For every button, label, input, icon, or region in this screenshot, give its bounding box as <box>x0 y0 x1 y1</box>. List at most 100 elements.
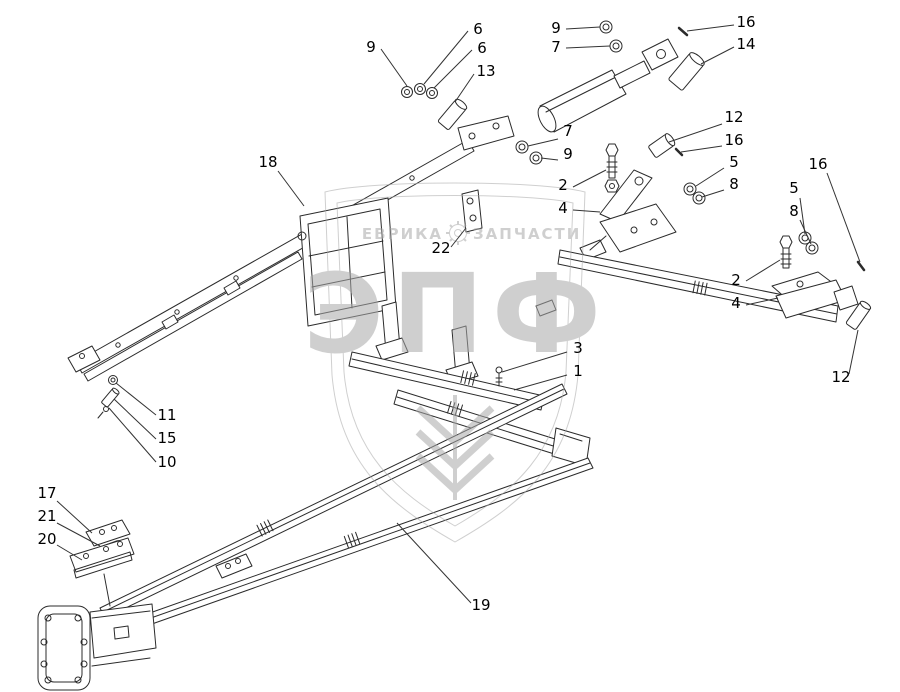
bar-link-plate <box>457 115 515 151</box>
callout-label: 20 <box>37 530 56 548</box>
callout-label: 15 <box>157 429 176 447</box>
leader-line <box>572 169 607 188</box>
leader-line <box>745 297 779 306</box>
leader-line <box>695 167 725 187</box>
bolt-3 <box>495 366 503 387</box>
callout-label: 18 <box>258 153 277 171</box>
callout-label: 13 <box>476 62 495 80</box>
leader-line <box>686 24 735 32</box>
callout-label: 5 <box>729 153 739 171</box>
callout-label: 5 <box>789 179 799 197</box>
callout-label: 8 <box>729 175 739 193</box>
callout-label: 12 <box>724 108 743 126</box>
callout-label: 6 <box>477 39 487 57</box>
callout-label: 12 <box>831 368 850 386</box>
leader-line <box>540 157 559 161</box>
spacer-block <box>535 299 557 317</box>
leader-line <box>56 500 93 534</box>
spring-pin-hatch <box>692 280 708 296</box>
v-beam-upper <box>99 383 568 619</box>
callout-label: 9 <box>366 38 376 56</box>
callout-label: 14 <box>736 35 755 53</box>
callout-label: 11 <box>157 406 176 424</box>
leader-line <box>680 145 723 153</box>
bar-end-plate <box>67 345 101 373</box>
spring-pin-hatch <box>343 531 361 549</box>
leader-line <box>113 398 157 440</box>
leader-line <box>701 189 725 198</box>
callout-label: 22 <box>431 239 450 257</box>
bolt-2-right <box>779 235 793 269</box>
cylinder-rod <box>613 60 651 89</box>
callout-label: 17 <box>37 484 56 502</box>
pin-15 <box>101 387 120 408</box>
leader-line <box>380 48 408 87</box>
hydraulic-cylinder <box>537 38 679 133</box>
callout-label: 4 <box>731 294 741 312</box>
gear-icon <box>446 221 470 245</box>
washer-11 <box>108 375 118 385</box>
pin-12-right <box>845 300 872 330</box>
splice-plate <box>215 553 253 579</box>
pin-14 <box>668 52 705 91</box>
hitch-flange <box>37 605 91 691</box>
leader-line <box>527 138 559 147</box>
callout-label: 7 <box>563 122 573 140</box>
leader-line <box>700 46 735 65</box>
pin-13 <box>437 98 468 130</box>
callout-label: 7 <box>551 38 561 56</box>
washer-6 <box>414 83 426 95</box>
leader-line <box>668 123 723 143</box>
bushing-12-left <box>648 133 676 158</box>
nut-2-left <box>604 179 620 193</box>
callout-label: 21 <box>37 507 56 525</box>
spring-pin-hatch <box>256 519 274 537</box>
watermark-shield-inner <box>336 195 574 527</box>
leader-line <box>56 544 83 561</box>
washer-9 <box>401 86 413 98</box>
callout-label: 16 <box>724 131 743 149</box>
leader-line <box>396 522 472 604</box>
callout-label: 3 <box>573 339 583 357</box>
grid-panel-18 <box>297 197 397 327</box>
washer-8-right <box>805 241 819 255</box>
hitch-tube <box>89 603 157 667</box>
bolt-2-left <box>604 143 620 193</box>
leader-line <box>565 45 611 49</box>
leader-line <box>115 382 157 416</box>
pin-16-right <box>856 260 866 272</box>
callout-label: 8 <box>789 202 799 220</box>
watermark-logo-text: ЭПФ <box>303 250 609 378</box>
leader-line <box>277 170 305 207</box>
clamp-plate-20 <box>69 537 135 607</box>
watermark-brand-right: ЗАПЧАСТИ <box>473 225 581 243</box>
bracket-4-left <box>579 169 677 261</box>
leader-line <box>108 407 157 463</box>
leader-line <box>454 73 475 103</box>
washer-9 <box>529 151 543 165</box>
pin-16-top <box>677 26 689 37</box>
leader-line <box>56 522 101 547</box>
leader-line <box>572 209 601 213</box>
callout-label: 2 <box>558 176 568 194</box>
leader-line <box>565 26 601 30</box>
plate-22 <box>461 189 483 233</box>
wheat-emblem <box>415 395 495 500</box>
leader-line <box>826 172 861 263</box>
leader-line <box>433 49 473 89</box>
callout-label: 16 <box>736 13 755 31</box>
leader-line <box>848 329 859 375</box>
callout-label: 2 <box>731 271 741 289</box>
callout-label: 9 <box>551 19 561 37</box>
washer-7 <box>609 39 623 53</box>
callout-label: 16 <box>808 155 827 173</box>
washer-9 <box>599 20 613 34</box>
leader-line <box>450 227 467 248</box>
callout-label: 9 <box>563 145 573 163</box>
callout-label: 10 <box>157 453 176 471</box>
leader-line <box>501 351 568 373</box>
washer-6 <box>426 87 438 99</box>
